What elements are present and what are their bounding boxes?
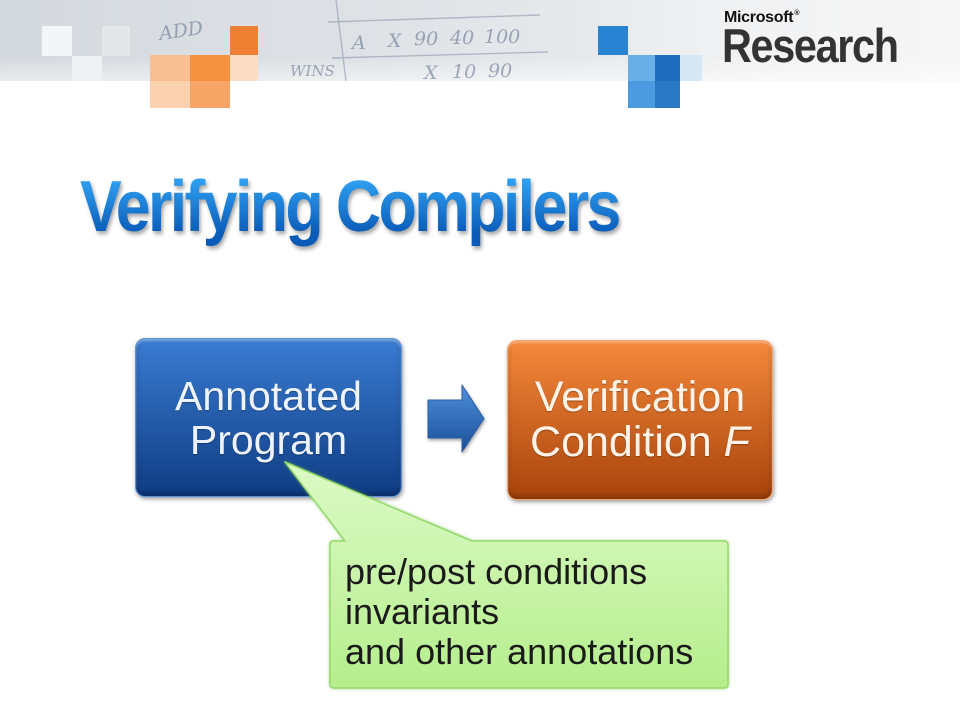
node-verification-condition: Verification Condition F (507, 340, 773, 500)
blue-square (628, 55, 655, 81)
node-label-line: Verification (534, 373, 746, 421)
node-label-text: Condition (530, 418, 712, 466)
node-label-line: Program (189, 416, 348, 463)
logo-brand: Microsoft® (724, 10, 799, 26)
orange-square (190, 55, 230, 81)
whiteboard-mark: 100 (484, 26, 520, 48)
blue-square (655, 81, 680, 108)
callout-text: pre/post conditions invariants and other… (345, 552, 693, 672)
node-label-line: Condition F (530, 420, 750, 465)
orange-square (150, 81, 190, 108)
gray-square (42, 26, 72, 56)
orange-square (150, 55, 190, 81)
slide-title: Verifying Compilers (80, 164, 626, 250)
right-arrow-icon (427, 384, 485, 453)
whiteboard-mark: 90 (414, 28, 438, 50)
whiteboard-mark: 40 (449, 27, 474, 49)
gray-squares (42, 26, 130, 81)
callout-pointer-shape (284, 461, 729, 689)
blue-square (680, 55, 702, 81)
orange-square (230, 26, 258, 55)
callout-bubble (284, 461, 729, 689)
microsoft-research-logo: Microsoft® Research (722, 0, 922, 70)
whiteboard-mark: WINS (290, 62, 335, 80)
formula-variable: F (723, 418, 750, 466)
whiteboard-mark: A (350, 32, 366, 54)
arrow-shape (427, 384, 485, 453)
blue-square (655, 55, 680, 81)
blue-squares (598, 26, 702, 108)
callout-line: and other annotations (345, 631, 694, 672)
blue-square (628, 81, 655, 108)
logo-brand-text: Microsoft (724, 9, 794, 26)
whiteboard-mark: 90 (488, 60, 512, 82)
blue-square (598, 26, 628, 55)
logo-product: Research (722, 19, 899, 72)
gray-square (102, 26, 130, 56)
registered-mark: ® (794, 10, 800, 17)
node-annotated-program: Annotated Program (135, 338, 402, 497)
callout-line: invariants (345, 591, 500, 632)
whiteboard-mark: X (422, 62, 439, 84)
whiteboard-mark: 10 (452, 61, 476, 83)
orange-squares (150, 26, 258, 108)
orange-square (230, 55, 258, 81)
whiteboard-mark: X (386, 30, 403, 52)
whiteboard-handwriting: ADD A X 90 40 100 WINS X 10 90 (156, 17, 521, 84)
node-label-line: Annotated (175, 372, 362, 419)
gray-square (72, 56, 102, 81)
header-banner: ADD A X 90 40 100 WINS X 10 90 (0, 0, 960, 112)
orange-square (190, 81, 230, 108)
callout-line: pre/post conditions (345, 551, 648, 592)
banner-artwork: ADD A X 90 40 100 WINS X 10 90 (0, 0, 960, 108)
whiteboard-lines (327, 0, 549, 82)
